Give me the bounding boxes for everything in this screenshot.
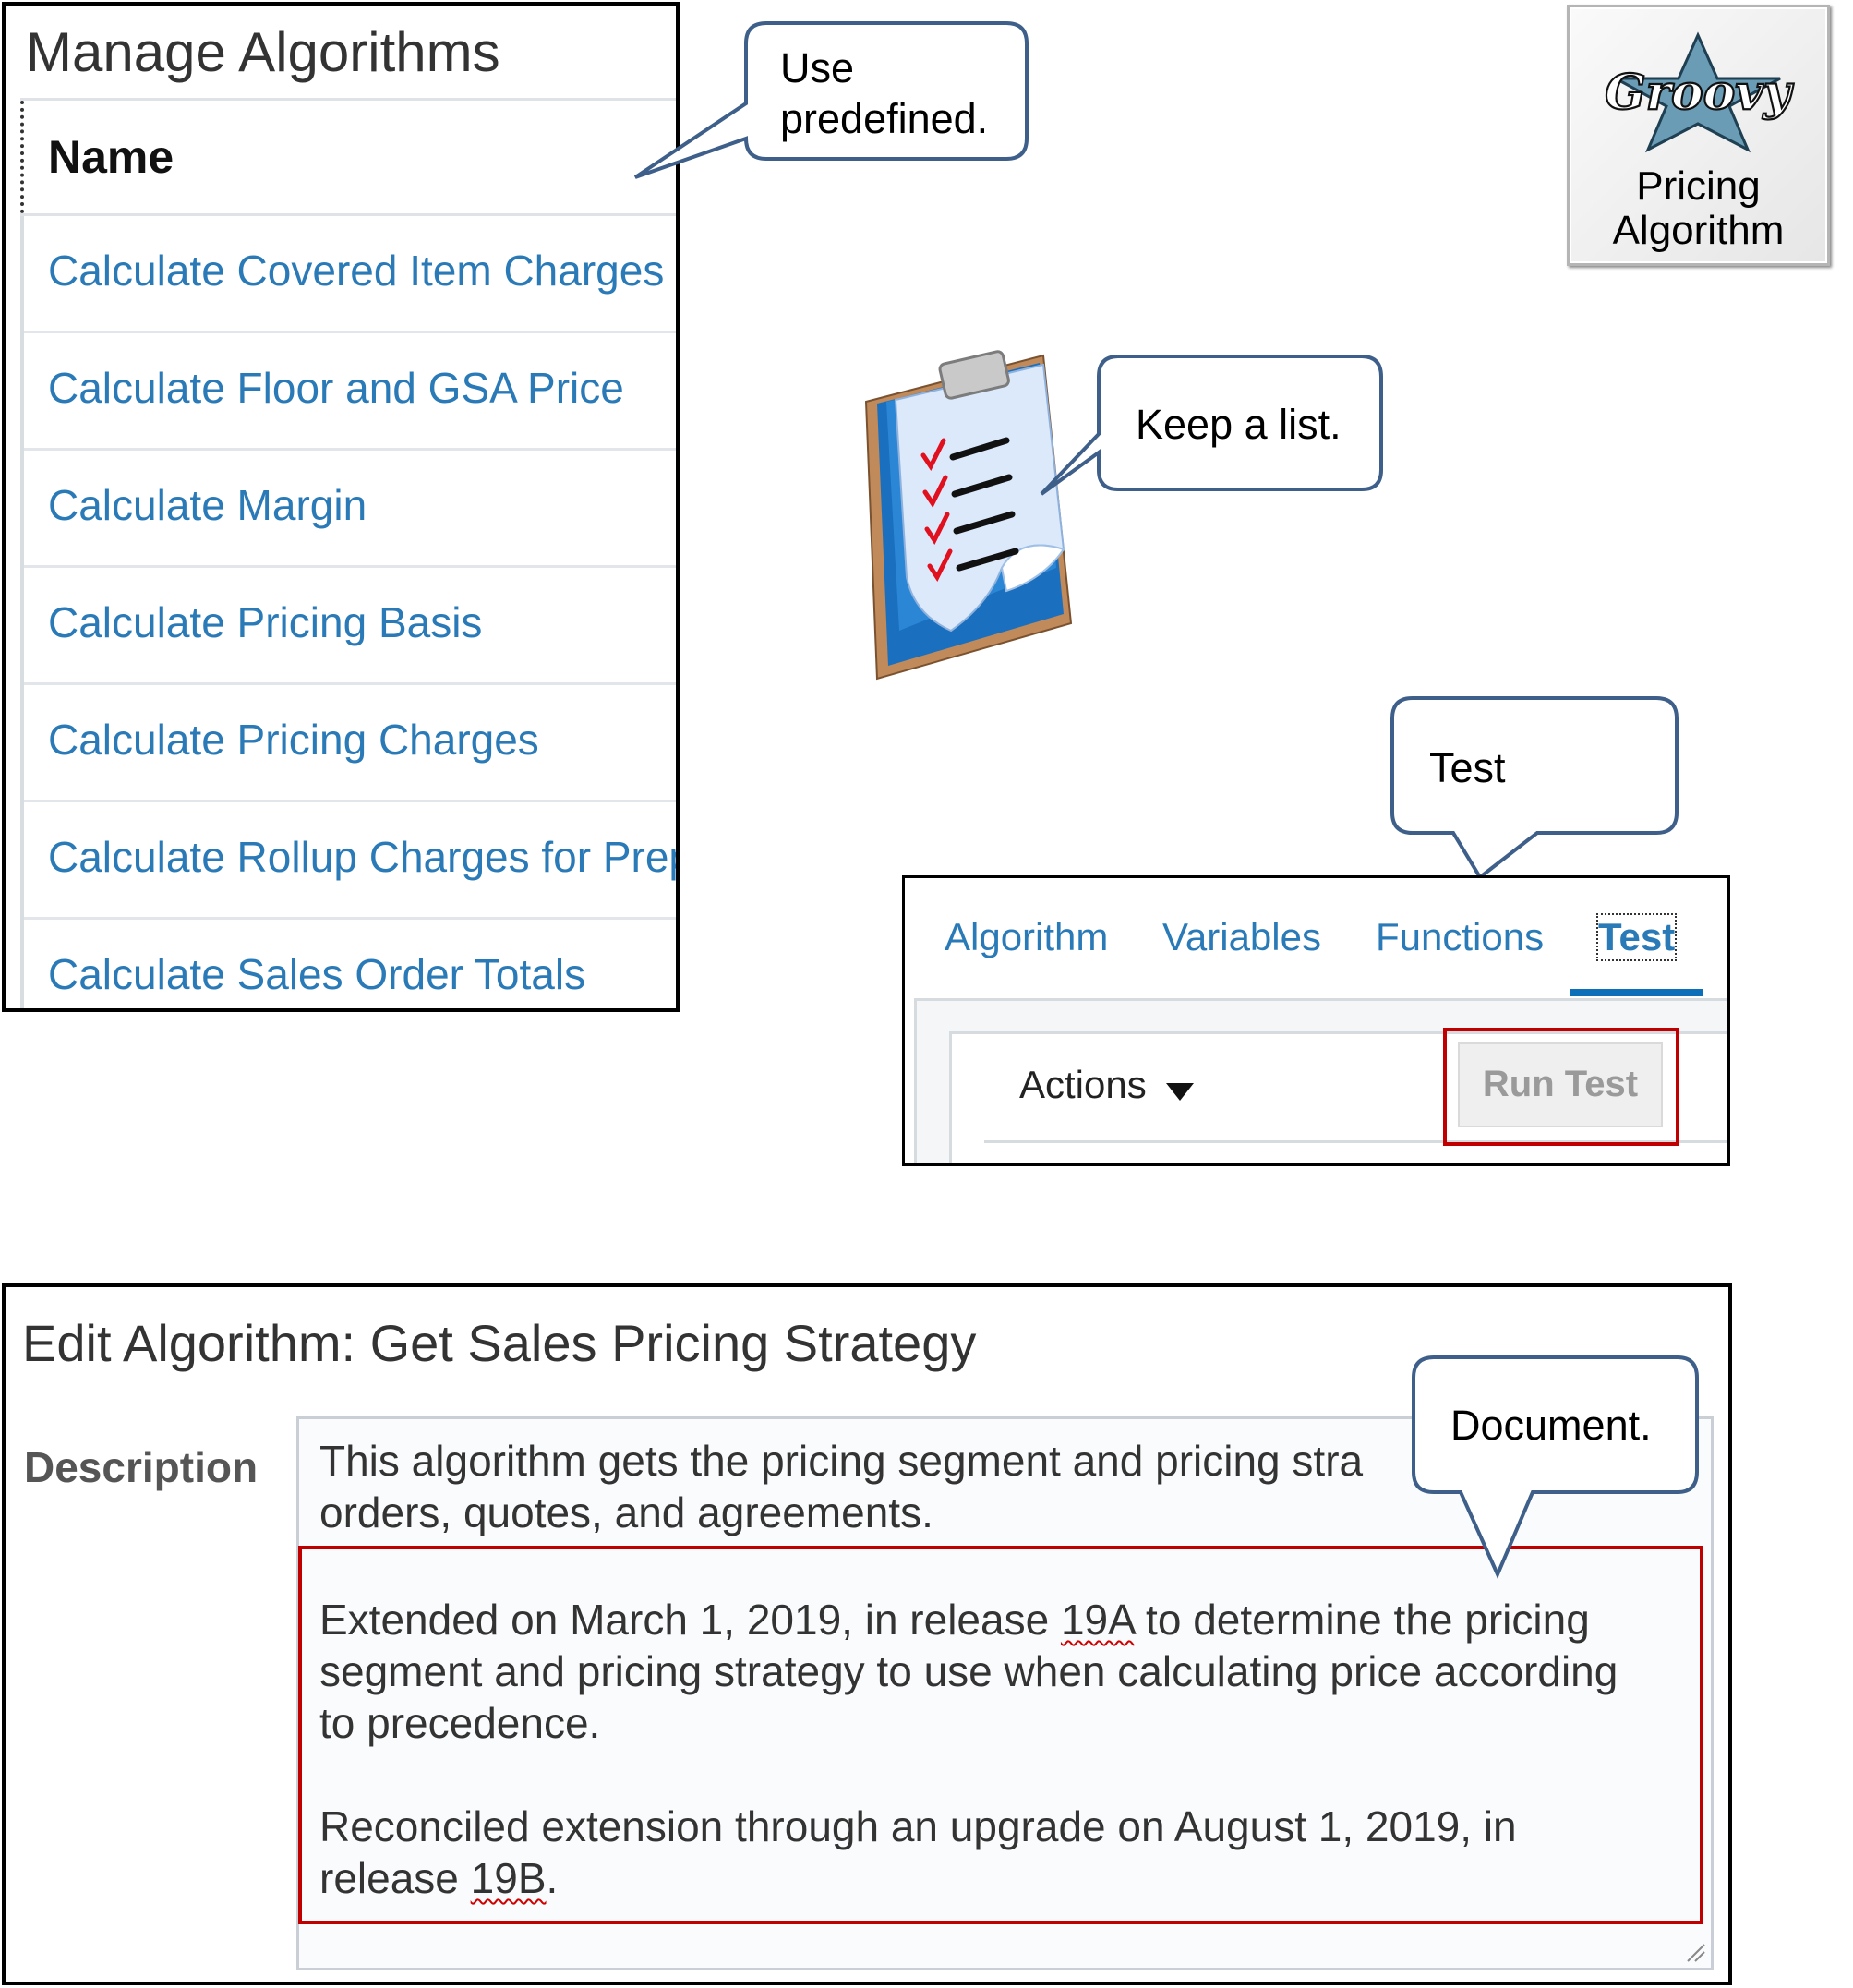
description-paragraph-1: This algorithm gets the pricing segment … xyxy=(319,1435,1704,1538)
callout-keep-list: Keep a list. xyxy=(0,0,1853,496)
callout-test: Test xyxy=(0,0,1853,880)
description-label: Description xyxy=(24,1443,259,1491)
algorithm-link[interactable]: Calculate Floor and GSA Price xyxy=(48,364,624,412)
release-19b-text: 19B xyxy=(470,1854,547,1902)
name-column-label: Name xyxy=(48,131,174,183)
description-text: Extended on March 1, 2019, in release xyxy=(319,1596,1061,1644)
description-paragraph-2: Extended on March 1, 2019, in release 19… xyxy=(319,1594,1704,1749)
description-line: orders, quotes, and agreements. xyxy=(319,1488,933,1536)
algorithm-link[interactable]: Calculate Margin xyxy=(48,481,367,529)
callout-text-line1: Use xyxy=(780,44,855,91)
manage-algorithms-panel: Manage Algorithms Name Calculate Covered… xyxy=(2,2,680,1012)
list-item: Calculate Margin xyxy=(24,451,676,568)
header-divider-bottom xyxy=(20,213,676,216)
description-text: release xyxy=(319,1854,471,1902)
release-19a-text: 19A xyxy=(1060,1596,1135,1644)
active-tab-indicator xyxy=(1570,989,1703,996)
checklist-clipboard-icon xyxy=(864,350,1073,681)
callout-text-line2: predefined. xyxy=(780,95,989,142)
description-line: to precedence. xyxy=(319,1699,601,1747)
description-paragraph-3: Reconciled extension through an upgrade … xyxy=(319,1801,1704,1904)
callout-text: Keep a list. xyxy=(1136,401,1342,448)
algorithm-list: Calculate Covered Item Charges Calculate… xyxy=(20,216,676,1008)
algorithm-tabs-panel: Algorithm Variables Functions Test Actio… xyxy=(902,875,1730,1166)
edit-algorithm-title: Edit Algorithm: Get Sales Pricing Strate… xyxy=(22,1314,977,1372)
list-item: Calculate Floor and GSA Price xyxy=(24,333,676,451)
list-item: Calculate Pricing Basis xyxy=(24,568,676,685)
description-text: . xyxy=(546,1854,559,1902)
algorithm-link[interactable]: Calculate Rollup Charges for Prep xyxy=(48,833,680,881)
callout-use-predefined: Use predefined. xyxy=(0,0,1853,179)
algorithm-link[interactable]: Calculate Pricing Charges xyxy=(48,716,539,764)
tab-test[interactable]: Test xyxy=(1595,913,1678,961)
highlight-box xyxy=(298,1546,1703,1924)
edit-algorithm-panel: Edit Algorithm: Get Sales Pricing Strate… xyxy=(2,1283,1732,1985)
description-line: segment and pricing strategy to use when… xyxy=(319,1647,1618,1695)
tab-functions[interactable]: Functions xyxy=(1376,915,1545,958)
algorithm-link[interactable]: Calculate Covered Item Charges xyxy=(48,247,665,295)
list-item: Calculate Pricing Charges xyxy=(24,685,676,802)
header-divider xyxy=(20,98,676,101)
description-text: to determine the pricing xyxy=(1134,1596,1590,1644)
groovy-star-icon: Groovy xyxy=(1604,31,1796,153)
callout-document: Document. xyxy=(0,0,1853,1579)
name-column-header[interactable]: Name xyxy=(20,101,676,213)
toolbar-divider xyxy=(984,1140,1727,1143)
badge-label-line2: Algorithm xyxy=(1612,208,1785,253)
list-item: Calculate Covered Item Charges xyxy=(24,216,676,333)
manage-algorithms-title: Manage Algorithms xyxy=(26,21,500,83)
svg-text:Groovy: Groovy xyxy=(1605,65,1794,121)
list-item: Calculate Rollup Charges for Prep xyxy=(24,802,676,920)
chevron-down-icon[interactable] xyxy=(1166,1083,1194,1101)
algorithm-link[interactable]: Calculate Pricing Basis xyxy=(48,598,483,646)
algorithm-link[interactable]: Calculate Sales Order Totals xyxy=(48,950,586,998)
groovy-pricing-algorithm-badge: Groovy Pricing Algorithm xyxy=(1567,5,1830,266)
highlight-box xyxy=(1443,1028,1679,1146)
tab-variables[interactable]: Variables xyxy=(1162,915,1321,958)
description-line: Reconciled extension through an upgrade … xyxy=(319,1802,1517,1850)
callout-text: Test xyxy=(1429,744,1506,791)
callout-text: Document. xyxy=(1450,1402,1652,1449)
tab-algorithm[interactable]: Algorithm xyxy=(945,915,1109,958)
badge-label-line1: Pricing xyxy=(1636,163,1761,209)
run-test-button[interactable]: Run Test xyxy=(1458,1042,1663,1127)
actions-menu[interactable]: Actions xyxy=(1019,1063,1147,1106)
resize-grip-icon[interactable] xyxy=(1684,1941,1706,1963)
description-line: This algorithm gets the pricing segment … xyxy=(319,1437,1364,1485)
list-item: Calculate Sales Order Totals xyxy=(24,920,676,1008)
